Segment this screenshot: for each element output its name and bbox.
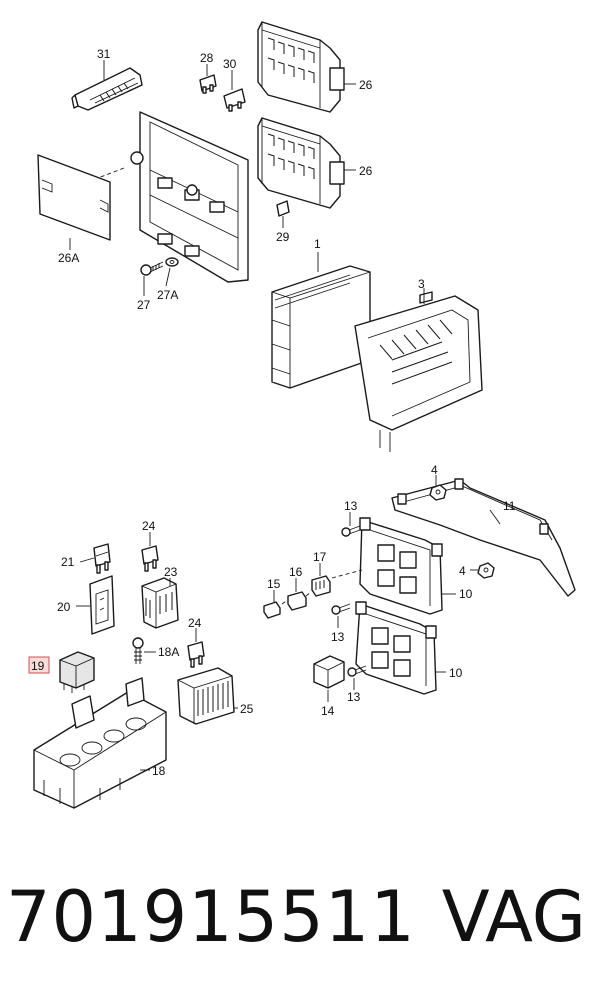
label-15: 15 xyxy=(267,577,281,591)
label-4-upper: 4 xyxy=(431,463,438,477)
label-28: 28 xyxy=(200,51,214,65)
part-13-screw-c xyxy=(347,665,367,677)
label-26-upper: 26 xyxy=(359,78,373,92)
label-13-b: 13 xyxy=(331,630,345,644)
part-23-relay-socket xyxy=(141,577,179,629)
part-26A-cover xyxy=(37,154,111,241)
part-4-nut-upper xyxy=(429,484,447,501)
main-fuse-housing xyxy=(97,111,249,283)
part-30-fuse xyxy=(223,88,246,112)
label-24-lower: 24 xyxy=(188,616,202,630)
exploded-parts-diagram: 31 28 30 26 26 29 xyxy=(28,21,576,809)
part-15-connector xyxy=(263,601,281,619)
part-10-relay-carrier-upper xyxy=(359,517,443,615)
part-21-fuse xyxy=(93,543,111,574)
label-18: 18 xyxy=(152,764,166,778)
label-13-c: 13 xyxy=(347,690,361,704)
label-3: 3 xyxy=(418,277,425,291)
part-27-screw xyxy=(140,261,164,276)
part-29-clip xyxy=(276,200,290,217)
footer: 701915511 VAG xyxy=(0,872,600,982)
part-20-relay-bracket xyxy=(89,575,115,635)
part-26-upper-connector xyxy=(257,21,345,113)
part-24-fuse-lower xyxy=(187,641,205,668)
label-10-upper: 10 xyxy=(459,587,473,601)
label-27: 27 xyxy=(137,298,151,312)
label-25: 25 xyxy=(240,702,254,716)
label-20: 20 xyxy=(57,600,71,614)
label-26A: 26A xyxy=(58,251,79,265)
part-31-relay-strip xyxy=(71,67,143,111)
part-17-connector xyxy=(311,575,331,597)
label-27A: 27A xyxy=(157,288,178,302)
label-31: 31 xyxy=(97,47,111,61)
part-4-nut-lower xyxy=(477,562,495,579)
label-18A: 18A xyxy=(158,645,179,659)
part-26-lower-connector xyxy=(257,117,345,209)
label-19: 19 xyxy=(31,659,45,673)
part-14-relay xyxy=(313,655,345,689)
label-11: 11 xyxy=(503,499,516,513)
part-19-relay xyxy=(59,651,95,693)
part-25-fuse-block xyxy=(177,667,235,725)
part-3-carrier xyxy=(354,291,483,452)
label-13-a: 13 xyxy=(344,499,358,513)
part-27A-washer xyxy=(165,257,179,267)
label-29: 29 xyxy=(276,230,290,244)
part-28-fuse xyxy=(199,74,217,94)
part-1-control-unit xyxy=(271,265,371,389)
part-number: 701915511 xyxy=(6,876,416,958)
brand-label: VAG xyxy=(441,876,586,958)
label-23: 23 xyxy=(164,565,178,579)
label-10-lower: 10 xyxy=(449,666,463,680)
label-16: 16 xyxy=(289,565,303,579)
label-17: 17 xyxy=(313,550,327,564)
label-24-upper: 24 xyxy=(142,519,156,533)
part-18-relay-base xyxy=(33,677,167,809)
part-24-fuse-upper xyxy=(141,545,159,572)
part-10-relay-carrier-lower xyxy=(355,601,437,695)
label-14: 14 xyxy=(321,704,335,718)
part-13-screw-b xyxy=(331,603,351,615)
part-16-connector xyxy=(287,591,307,611)
label-30: 30 xyxy=(223,57,237,71)
label-19-highlight xyxy=(28,656,50,674)
label-1: 1 xyxy=(314,237,321,251)
part-13-screw-a xyxy=(341,525,361,537)
label-26-lower: 26 xyxy=(359,164,373,178)
part-18A-screw xyxy=(132,637,144,664)
label-21: 21 xyxy=(61,555,75,569)
label-4-lower: 4 xyxy=(459,564,466,578)
